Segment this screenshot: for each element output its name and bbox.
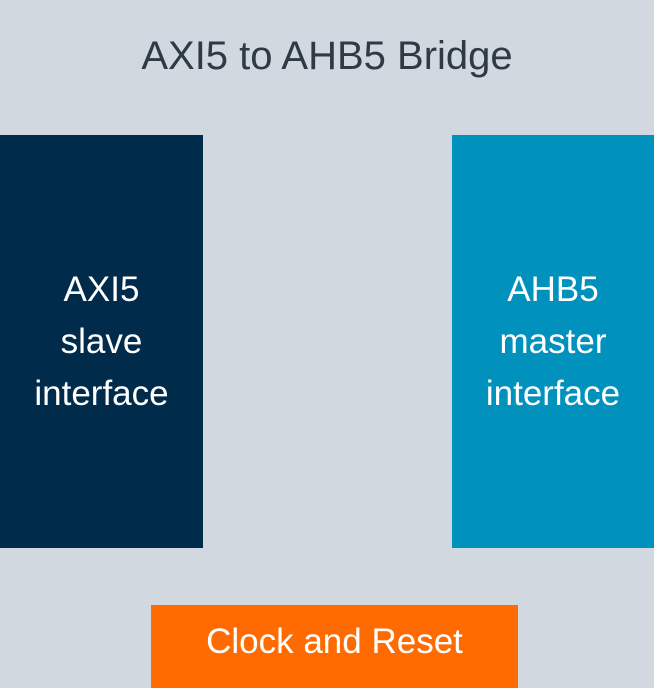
axi-label-line-3: interface	[34, 373, 169, 413]
ahb5-master-interface-label: AHB5 master interface	[486, 264, 620, 420]
ahb-label-line-1: AHB5	[507, 269, 599, 309]
axi-label-line-1: AXI5	[63, 269, 140, 309]
ahb-label-line-2: master	[499, 321, 607, 361]
clock-and-reset-label: Clock and Reset	[206, 622, 463, 661]
diagram-title: AXI5 to AHB5 Bridge	[141, 34, 513, 78]
clock-and-reset-block: Clock and Reset	[151, 605, 518, 688]
axi5-slave-interface-block: AXI5 slave interface	[0, 135, 203, 548]
ahb-label-line-3: interface	[485, 373, 621, 413]
ahb5-master-interface-block: AHB5 master interface	[452, 135, 654, 548]
axi5-slave-interface-label: AXI5 slave interface	[34, 264, 168, 420]
axi-label-line-2: slave	[60, 321, 143, 361]
